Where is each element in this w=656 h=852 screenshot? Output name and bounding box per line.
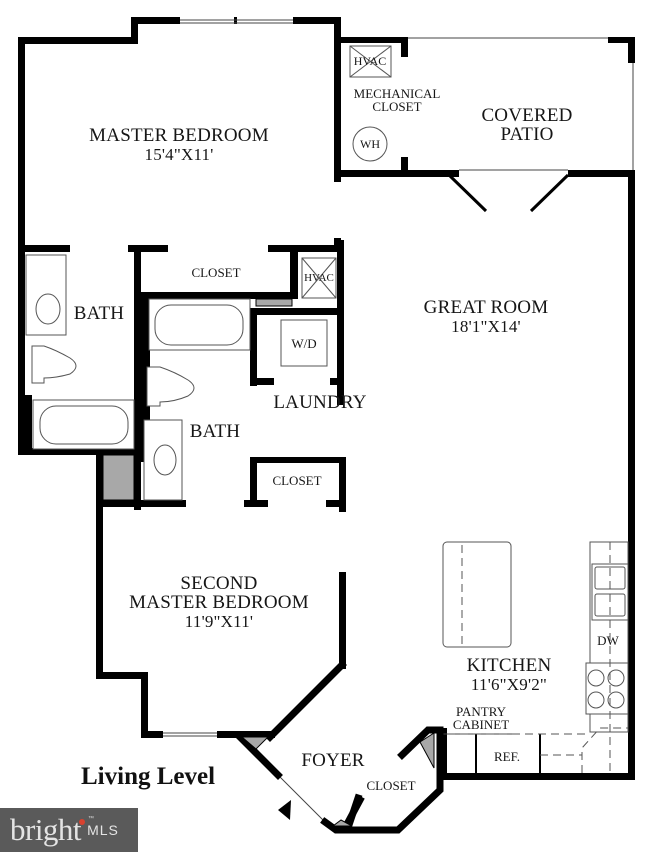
pantry-line1: PANTRY <box>455 704 507 719</box>
pantry-line2: CABINET <box>452 717 510 732</box>
entry-arrow-icon <box>278 800 291 820</box>
hvac-laundry-label: HVAC <box>304 272 334 284</box>
room-dims: 11'9"X11' <box>184 612 254 631</box>
washer-dryer-label: W/D <box>291 336 317 351</box>
room-master-bedroom: MASTER BEDROOM 15'4"X11' <box>89 126 269 163</box>
room-great-room: GREAT ROOM 18'1"X14' <box>424 298 549 335</box>
shaded-areas <box>102 298 435 827</box>
water-heater-label: WH <box>360 137 380 151</box>
walls <box>18 17 635 780</box>
room-name: KITCHEN <box>466 655 552 676</box>
room-bath-closet: CLOSET <box>272 473 322 488</box>
room-name: GREAT ROOM <box>423 297 549 318</box>
room-name: MASTER BEDROOM <box>89 125 269 146</box>
room-master-bath: BATH <box>73 303 125 324</box>
diagonal-walls <box>235 660 444 834</box>
thin-lines <box>163 19 634 821</box>
room-dims: 18'1"X14' <box>451 317 521 336</box>
room-foyer: FOYER <box>301 750 365 771</box>
watermark-dot-icon <box>79 819 85 825</box>
room-hall-closet: CLOSET <box>191 265 241 280</box>
room-kitchen: KITCHEN 11'6"X9'2" <box>467 656 552 693</box>
floor-level-title: Living Level <box>81 763 216 790</box>
bright-mls-watermark: bright ™ MLS <box>0 808 138 852</box>
patio-door <box>447 173 570 213</box>
pantry-cabinet-label: PANTRY CABINET <box>453 705 509 731</box>
room-name-line1: SECOND <box>180 573 258 594</box>
fixtures <box>25 45 629 773</box>
watermark-brand: bright <box>10 812 82 847</box>
room-name-line1: MECHANICAL <box>353 86 441 101</box>
room-laundry: LAUNDRY <box>273 392 367 413</box>
room-dims: 15'4"X11' <box>144 145 214 164</box>
room-second-bath: BATH <box>189 421 241 442</box>
dashed-lines <box>447 542 628 773</box>
room-name-line2: PATIO <box>500 124 554 145</box>
watermark-suffix: MLS <box>87 822 119 838</box>
room-dims: 11'6"X9'2" <box>470 675 548 694</box>
room-name-line1: COVERED <box>481 105 573 126</box>
watermark-trademark: ™ <box>88 816 94 822</box>
room-name-line2: CLOSET <box>372 99 422 114</box>
room-mechanical-closet: MECHANICAL CLOSET <box>354 87 441 113</box>
hvac-mechanical-label: HVAC <box>353 54 387 68</box>
room-covered-patio: COVERED PATIO <box>481 106 572 144</box>
room-second-master-bedroom: SECOND MASTER BEDROOM 11'9"X11' <box>129 574 309 630</box>
room-foyer-closet: CLOSET <box>366 778 416 793</box>
dishwasher-label: DW <box>597 633 619 648</box>
room-name-line2: MASTER BEDROOM <box>129 592 309 613</box>
refrigerator-label: REF. <box>493 749 521 764</box>
